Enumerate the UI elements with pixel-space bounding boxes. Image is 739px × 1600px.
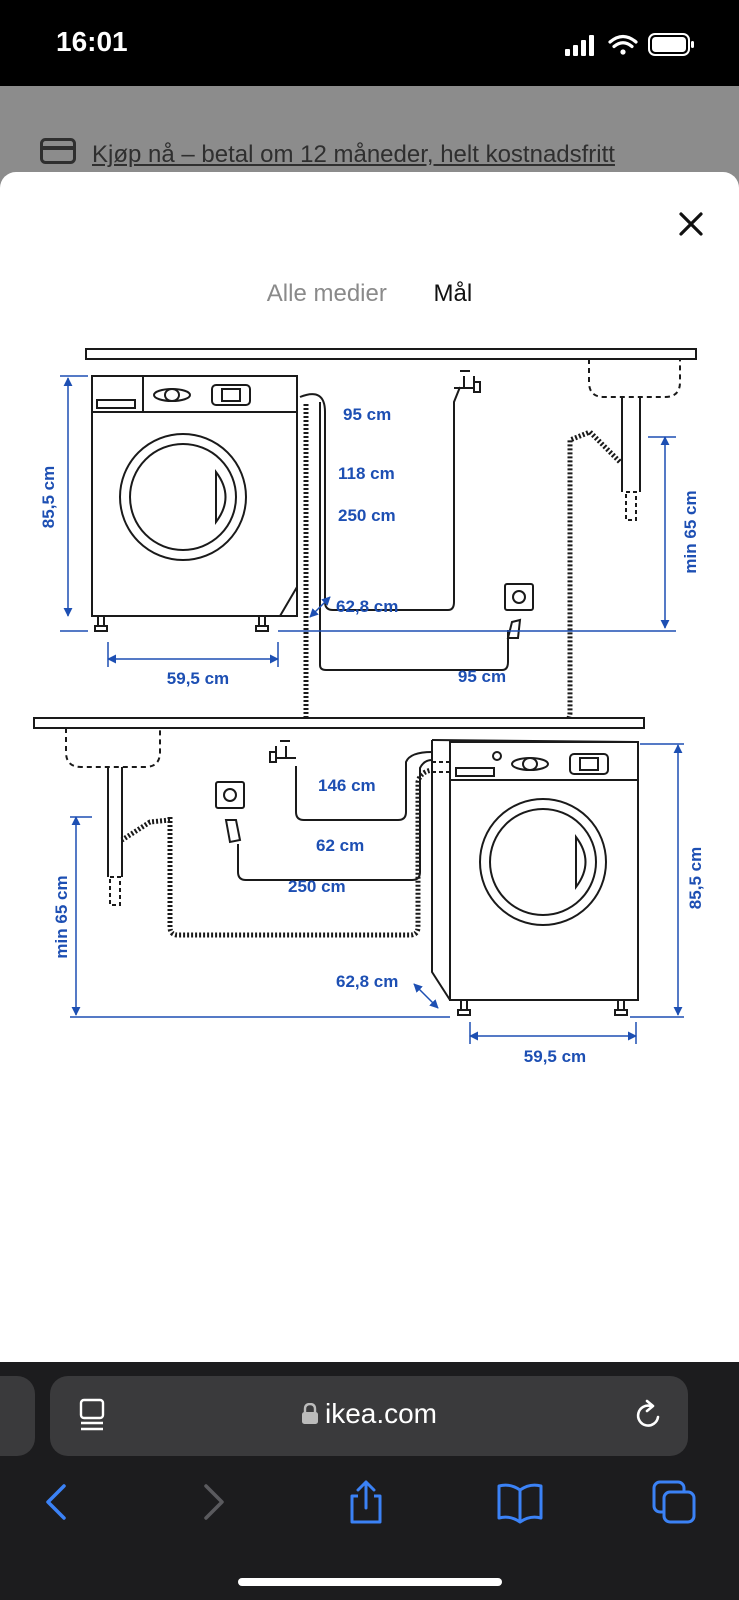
url-display[interactable]: ikea.com — [50, 1398, 688, 1430]
label-drain-height-top: min 65 cm — [681, 490, 700, 573]
socket-icon-bottom — [215, 781, 245, 844]
status-time: 16:01 — [56, 26, 128, 57]
dim-labels-top: 85,5 cm 95 cm 118 cm 250 cm 62,8 cm 59,5… — [39, 405, 700, 688]
washing-machine-top — [91, 375, 298, 632]
browser-bottom-bar: ikea.com — [0, 1362, 739, 1600]
label-drain-hose-bottom: 250 cm — [288, 877, 346, 896]
label-width-top: 59,5 cm — [167, 669, 229, 688]
label-power-cord-top: 118 cm — [338, 464, 395, 483]
bottom-installation — [33, 717, 645, 1016]
promo-link[interactable]: Kjøp nå – betal om 12 måneder, helt kost… — [40, 138, 615, 171]
battery-icon — [648, 33, 694, 56]
signal-icon — [565, 35, 594, 56]
media-sheet: Alle medier Mål — [0, 172, 739, 1362]
home-indicator — [238, 1578, 502, 1586]
chevron-right-icon — [204, 1484, 224, 1520]
tap-icon-bottom — [269, 740, 296, 763]
media-tabs: Alle medier Mål — [0, 276, 739, 312]
forward-button[interactable] — [190, 1480, 234, 1524]
countertop-top — [85, 348, 697, 360]
label-power-cord-bottom: 62 cm — [316, 836, 364, 855]
tab-dimensions[interactable]: Mål — [433, 280, 473, 307]
label-distance-top: 95 cm — [458, 667, 506, 686]
label-depth-top: 62,8 cm — [336, 597, 398, 616]
lock-icon — [301, 1402, 318, 1424]
reader-icon[interactable] — [78, 1398, 106, 1437]
label-height-bottom: 85,5 cm — [686, 847, 705, 909]
label-drain-hose-top: 250 cm — [338, 506, 396, 525]
address-bar[interactable]: ikea.com — [50, 1376, 688, 1456]
countertop-bottom — [33, 717, 645, 729]
label-tap-hose-top: 95 cm — [343, 405, 391, 424]
bookmarks-button[interactable] — [496, 1480, 543, 1524]
dim-lines-bottom — [70, 743, 684, 1044]
close-button[interactable] — [675, 208, 707, 240]
tab-all-media[interactable]: Alle medier — [266, 280, 387, 307]
dimension-diagram: 85,5 cm 95 cm 118 cm 250 cm 62,8 cm 59,5… — [33, 348, 705, 1066]
reload-icon[interactable] — [634, 1398, 664, 1437]
dim-labels-bottom: 146 cm 62 cm 250 cm min 65 cm 62,8 cm 59… — [52, 776, 705, 1066]
label-height-top: 85,5 cm — [39, 466, 58, 528]
sink-top — [588, 359, 681, 521]
dim-lines-top — [60, 375, 676, 667]
label-tap-hose-bottom: 146 cm — [318, 776, 376, 795]
book-icon — [497, 1483, 543, 1524]
label-width-bottom: 59,5 cm — [524, 1047, 586, 1066]
card-icon — [40, 138, 76, 171]
label-drain-height-bottom: min 65 cm — [52, 875, 71, 958]
tap-icon-top — [454, 370, 481, 393]
socket-icon-top — [504, 583, 534, 639]
share-icon — [350, 1480, 382, 1524]
back-button[interactable] — [36, 1480, 80, 1524]
status-bar: 16:01 — [0, 0, 739, 86]
status-icons — [565, 30, 715, 60]
previous-tab-stub[interactable] — [0, 1376, 35, 1456]
tabs-button[interactable] — [652, 1480, 696, 1524]
top-installation — [85, 348, 697, 725]
share-button[interactable] — [344, 1480, 388, 1524]
hoses-bottom — [120, 751, 433, 938]
sink-bottom — [65, 728, 161, 906]
washing-machine-bottom — [431, 739, 639, 1016]
label-depth-bottom: 62,8 cm — [336, 972, 398, 991]
tabs-icon — [652, 1480, 696, 1524]
promo-text[interactable]: Kjøp nå – betal om 12 måneder, helt kost… — [92, 140, 615, 168]
url-text: ikea.com — [324, 1398, 438, 1429]
close-icon — [679, 212, 703, 236]
chevron-left-icon — [46, 1484, 66, 1520]
wifi-icon — [608, 34, 638, 55]
